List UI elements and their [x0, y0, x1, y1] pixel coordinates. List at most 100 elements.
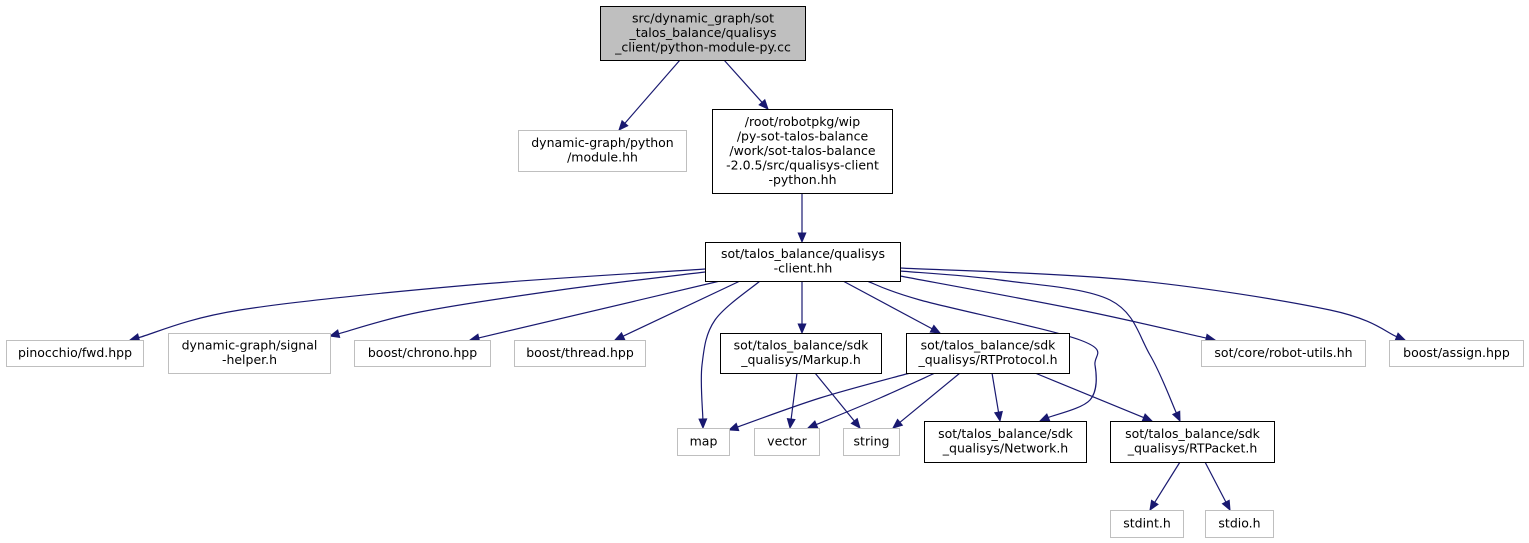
- edge-line: [899, 275, 1207, 339]
- node-markup-h[interactable]: sot/talos_balance/sdk_qualisys/Markup.h: [720, 333, 882, 374]
- edge-client_hh-to-boost_assign: [899, 267, 1407, 341]
- arrowhead-icon: [892, 418, 904, 429]
- edge-line: [478, 280, 721, 339]
- edge-line: [737, 372, 911, 428]
- node-box: [514, 340, 646, 367]
- node-box: [354, 340, 491, 367]
- arrowhead-icon: [929, 324, 942, 334]
- arrowhead-icon: [1171, 410, 1181, 423]
- node-client-python-hh[interactable]: /root/robotpkg/wip/py-sot-talos-balance/…: [712, 109, 893, 194]
- node-box: [906, 333, 1070, 374]
- node-label-line: _client/python-module-py.cc: [614, 39, 791, 54]
- node-box: [518, 130, 687, 172]
- node-box: [705, 242, 901, 282]
- node-boost-assign: boost/assign.hpp: [1389, 340, 1524, 367]
- node-label-line: _qualisys/Markup.h: [740, 352, 861, 367]
- node-boost-chrono: boost/chrono.hpp: [354, 340, 491, 367]
- edge-line: [1204, 461, 1227, 503]
- edge-line: [1034, 372, 1144, 419]
- node-label-line: /py-sot-talos-balance: [737, 128, 869, 143]
- node-label-line: -python.hh: [768, 172, 836, 187]
- edge-rtpacket_h-to-stdint: [1149, 461, 1181, 512]
- node-label-line: dynamic-graph/python: [531, 135, 673, 150]
- edge-rtprotocol_h-to-string: [892, 372, 961, 429]
- edge-client_hh-to-robot_utils: [899, 275, 1217, 343]
- node-box: [843, 428, 900, 456]
- edge-line: [338, 271, 706, 335]
- arrowhead-icon: [1141, 413, 1154, 422]
- node-box: [677, 428, 730, 456]
- node-root: src/dynamic_graph/sot_talos_balance/qual…: [600, 6, 806, 61]
- node-network-h[interactable]: sot/talos_balance/sdk_qualisys/Network.h: [924, 421, 1087, 463]
- node-label-line: src/dynamic_graph/sot: [632, 10, 774, 25]
- node-boost-thread: boost/thread.hpp: [514, 340, 646, 367]
- node-label-line: map: [690, 433, 718, 448]
- arrowhead-icon: [1221, 499, 1231, 512]
- node-label-line: dynamic-graph/signal: [182, 338, 318, 353]
- arrowhead-icon: [797, 232, 807, 244]
- edge-client_hh-to-rtprotocol_h: [842, 280, 942, 334]
- node-label-line: boost/assign.hpp: [1403, 345, 1510, 360]
- node-pinocchio-fwd: pinocchio/fwd.hpp: [6, 340, 144, 367]
- node-rtprotocol-h[interactable]: sot/talos_balance/sdk_qualisys/RTProtoco…: [906, 333, 1070, 374]
- node-label-line: boost/thread.hpp: [526, 345, 634, 360]
- node-client-hh[interactable]: sot/talos_balance/qualisys-client.hh: [705, 242, 901, 282]
- edge-root-to-client_python_hh: [723, 59, 769, 110]
- arrowhead-icon: [613, 331, 626, 341]
- edge-line: [700, 280, 761, 420]
- node-box: [6, 340, 144, 367]
- node-label-line: _qualisys/Network.h: [942, 441, 1068, 456]
- edge-line: [622, 280, 741, 337]
- node-string: string: [843, 428, 900, 456]
- node-rtpacket-h[interactable]: sot/talos_balance/sdk_qualisys/RTPacket.…: [1110, 421, 1275, 463]
- node-module-hh: dynamic-graph/python/module.hh: [518, 130, 687, 172]
- edge-rtprotocol_h-to-rtpacket_h: [1034, 372, 1154, 422]
- node-label-line: -client.hh: [774, 261, 833, 276]
- arrowhead-icon: [758, 98, 769, 110]
- arrowhead-icon: [1038, 413, 1051, 422]
- edge-markup_h-to-vector: [786, 372, 798, 430]
- edge-line: [816, 372, 936, 426]
- node-stdio: stdio.h: [1205, 510, 1274, 538]
- arrowhead-icon: [993, 410, 1003, 423]
- node-stdint: stdint.h: [1110, 510, 1184, 538]
- node-label-line: sot/core/robot-utils.hh: [1214, 345, 1352, 360]
- edge-line: [899, 270, 1177, 414]
- edge-rtpacket_h-to-stdio: [1204, 461, 1231, 512]
- edge-root-to-module_hh: [618, 59, 681, 131]
- node-label-line: sot/talos_balance/sdk: [1125, 426, 1261, 441]
- edge-rtprotocol_h-to-vector: [806, 372, 936, 429]
- edge-rtprotocol_h-to-map: [727, 372, 911, 432]
- node-label-line: stdio.h: [1218, 515, 1260, 530]
- node-robot-utils: sot/core/robot-utils.hh: [1201, 340, 1366, 367]
- node-box: [720, 333, 882, 374]
- arrowhead-icon: [806, 420, 819, 429]
- node-label-line: /work/sot-talos-balance: [729, 143, 875, 158]
- edge-line: [899, 372, 961, 423]
- node-label-line: /module.hh: [567, 150, 638, 165]
- edge-line: [790, 372, 798, 420]
- edge-line: [842, 280, 933, 330]
- edge-client_python_hh-to-client_hh: [797, 193, 807, 244]
- arrowhead-icon: [1149, 499, 1159, 512]
- node-label-line: pinocchio/fwd.hpp: [18, 345, 132, 360]
- node-box: [754, 428, 820, 456]
- node-label-line: sot/talos_balance/sdk: [921, 338, 1057, 353]
- node-map: map: [677, 428, 730, 456]
- node-label-line: _qualisys/RTPacket.h: [1127, 441, 1258, 456]
- node-label-line: sot/talos_balance/sdk: [734, 338, 870, 353]
- edge-client_hh-to-rtpacket_h: [899, 270, 1181, 423]
- node-label-line: -2.0.5/src/qualisys-client: [726, 157, 879, 172]
- edge-client_hh-to-boost_thread: [613, 280, 741, 341]
- edge-client_hh-to-markup_h: [797, 281, 807, 335]
- node-label-line: _qualisys/RTProtocol.h: [917, 352, 1057, 367]
- arrowhead-icon: [1394, 332, 1407, 341]
- node-label-line: sot/talos_balance/sdk: [938, 426, 1074, 441]
- node-label-line: string: [854, 433, 890, 448]
- edge-client_hh-to-boost_chrono: [468, 280, 721, 343]
- node-box: [1110, 510, 1184, 538]
- arrowhead-icon: [727, 422, 740, 432]
- edge-line: [899, 267, 1397, 338]
- arrowhead-icon: [850, 417, 861, 429]
- node-vector: vector: [754, 428, 820, 456]
